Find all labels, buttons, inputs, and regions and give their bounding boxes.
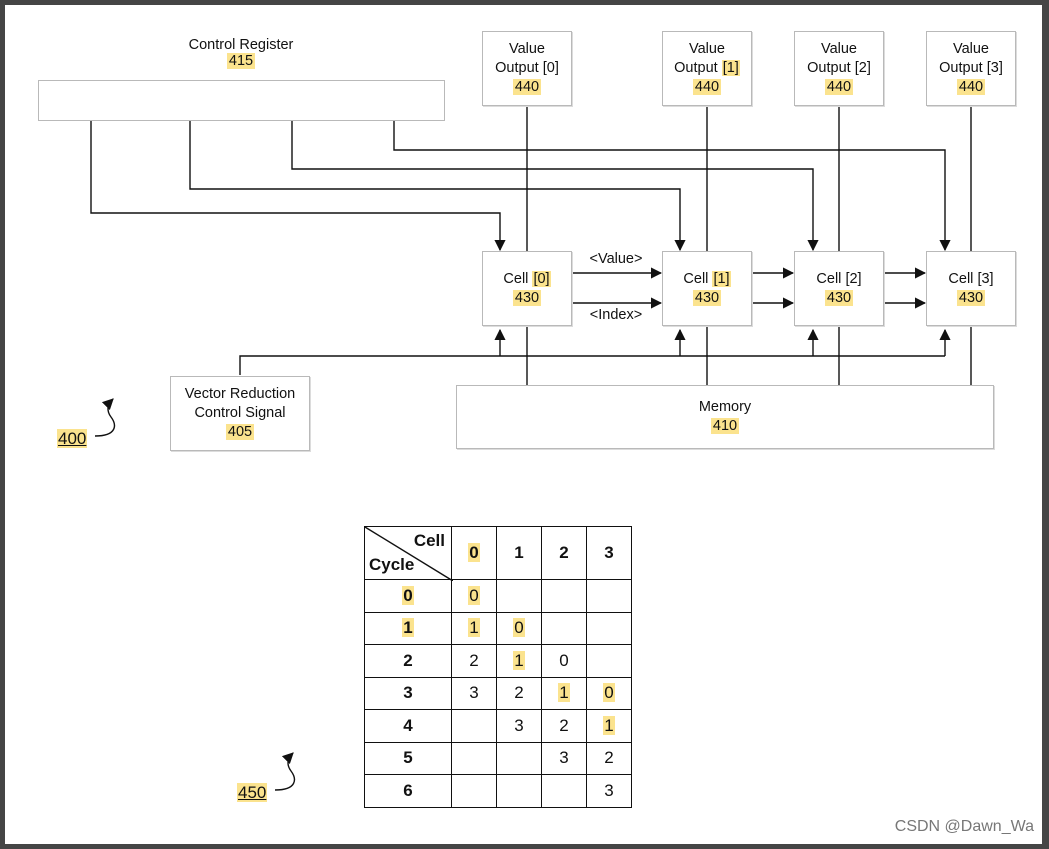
- table-row: 5 3 2: [364, 741, 632, 775]
- figure-ref-400: 400: [57, 429, 88, 448]
- value-output-1: Value Output [1] 440: [662, 31, 752, 106]
- wiring-diagram: [90, 105, 972, 791]
- row-header: 4: [364, 709, 452, 743]
- control-register-slot-0: [38, 80, 141, 121]
- figure-ref-400-arrow: [94, 398, 116, 437]
- table-row: 1 1 0: [364, 611, 632, 645]
- control-signal-bus: [239, 355, 945, 375]
- table-cell: [451, 709, 497, 743]
- patent-figure-page: Control Register 415 Value Output [0] 44…: [5, 5, 1042, 844]
- value-output-3: Value Output [3] 440: [926, 31, 1016, 106]
- row-header: 5: [364, 741, 452, 775]
- value-output-2: Value Output [2] 440: [794, 31, 884, 106]
- table-cell: 1: [451, 611, 497, 645]
- cell-1: Cell [1] 430: [662, 251, 752, 326]
- cycle-table: Cell Cycle 0 1 2 3 0 0 1 1 0 2 2 1 0: [364, 526, 632, 808]
- table-cell: 3: [541, 741, 587, 775]
- watermark: CSDN @Dawn_Wa: [894, 818, 1034, 835]
- table-row: 3 3 2 1 0: [364, 676, 632, 710]
- control-register-title: Control Register 415: [188, 37, 294, 69]
- control-register-slot-1: [139, 80, 241, 121]
- table-cell: [541, 579, 587, 613]
- row-header: 6: [364, 774, 452, 808]
- reg-wire-1: [189, 120, 686, 252]
- table-row: 4 3 2 1: [364, 709, 632, 743]
- table-cell: [586, 644, 632, 678]
- corner-cell-label: Cell: [413, 531, 445, 550]
- table-cell: [451, 774, 497, 808]
- table-cell: 2: [586, 741, 632, 775]
- table-cell: 0: [541, 644, 587, 678]
- cell-3: Cell [3] 430: [926, 251, 1016, 326]
- table-row: 0 0: [364, 579, 632, 613]
- table-cell: [451, 741, 497, 775]
- table-row: 2 2 1 0: [364, 644, 632, 678]
- column-header: 3: [586, 526, 632, 580]
- table-cell: [586, 579, 632, 613]
- row-header: 2: [364, 644, 452, 678]
- control-register-ref: 415: [226, 53, 256, 69]
- table-header-row: Cell Cycle 0 1 2 3: [364, 526, 632, 581]
- memory-block: Memory 410: [456, 385, 994, 449]
- column-header: 2: [541, 526, 587, 580]
- corner-cycle-label: Cycle: [369, 555, 415, 574]
- cell-2: Cell [2] 430: [794, 251, 884, 326]
- table-cell: [541, 611, 587, 645]
- table-cell: 3: [451, 676, 497, 710]
- table-cell: 2: [496, 676, 542, 710]
- row-header: 1: [364, 611, 452, 645]
- reg-wire-3: [393, 120, 951, 252]
- vector-reduction-control-signal: Vector Reduction Control Signal 405: [170, 376, 310, 451]
- table-cell: 0: [496, 611, 542, 645]
- table-cell: 1: [541, 676, 587, 710]
- table-cell: 2: [541, 709, 587, 743]
- table-cell: [586, 611, 632, 645]
- table-cell: 3: [586, 774, 632, 808]
- table-row: 6 3: [364, 774, 632, 808]
- table-cell: 1: [586, 709, 632, 743]
- row-header: 3: [364, 676, 452, 710]
- table-cell: 2: [451, 644, 497, 678]
- table-cell: [496, 774, 542, 808]
- table-cell: [541, 774, 587, 808]
- reg-wire-2: [291, 120, 819, 252]
- column-header: 0: [451, 526, 497, 580]
- table-cell: [496, 741, 542, 775]
- figure-ref-450-arrow: [274, 752, 296, 791]
- cell-0: Cell [0] 430: [482, 251, 572, 326]
- figure-ref-450: 450: [237, 783, 268, 802]
- reg-wire-0: [90, 120, 506, 252]
- table-corner-cell: Cell Cycle: [364, 526, 453, 581]
- table-cell: 1: [496, 644, 542, 678]
- table-cell: 0: [586, 676, 632, 710]
- row-header: 0: [364, 579, 452, 613]
- value-output-0: Value Output [0] 440: [482, 31, 572, 106]
- control-register-slot-2: [240, 80, 343, 121]
- table-cell: 0: [451, 579, 497, 613]
- table-cell: [496, 579, 542, 613]
- value-signal-label: <Value>: [589, 251, 643, 267]
- table-cell: 3: [496, 709, 542, 743]
- control-register-slot-3: [342, 80, 445, 121]
- index-signal-label: <Index>: [589, 307, 643, 323]
- column-header: 1: [496, 526, 542, 580]
